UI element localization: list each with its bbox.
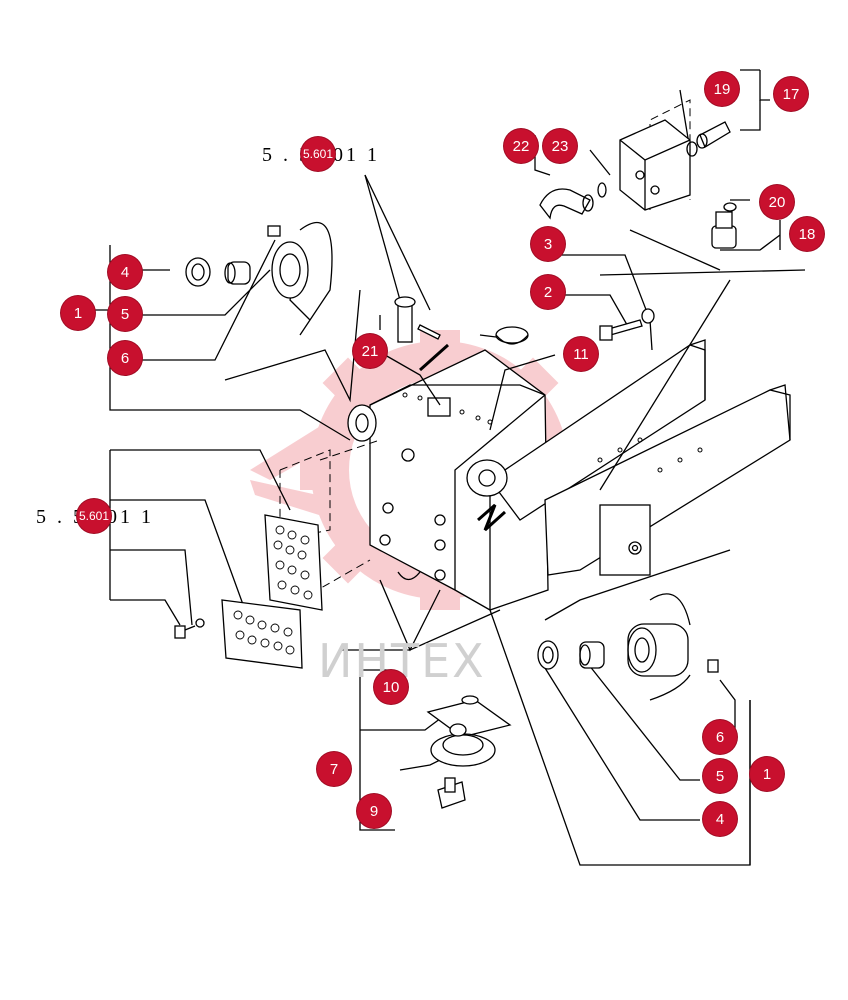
callout-22[interactable]: 22 xyxy=(504,129,538,163)
callout-7[interactable]: 7 xyxy=(317,752,351,786)
callout-4-upper[interactable]: 4 xyxy=(108,255,142,289)
callout-4-lower[interactable]: 4 xyxy=(703,802,737,836)
line-work xyxy=(90,69,806,866)
callout-6-lower[interactable]: 6 xyxy=(703,720,737,754)
callout-19[interactable]: 19 xyxy=(705,72,739,106)
callout-5-lower[interactable]: 5 xyxy=(703,759,737,793)
callout-18[interactable]: 18 xyxy=(790,217,824,251)
callout-reference-left[interactable]: 5.601 xyxy=(77,499,111,533)
callout-1-upper[interactable]: 1 xyxy=(61,296,95,330)
callout-21[interactable]: 21 xyxy=(353,334,387,368)
callout-6-upper[interactable]: 6 xyxy=(108,341,142,375)
callout-23[interactable]: 23 xyxy=(543,129,577,163)
callout-17[interactable]: 17 xyxy=(774,77,808,111)
callout-20[interactable]: 20 xyxy=(760,185,794,219)
callout-9[interactable]: 9 xyxy=(357,794,391,828)
callout-2[interactable]: 2 xyxy=(531,275,565,309)
callout-3[interactable]: 3 xyxy=(531,227,565,261)
callout-11[interactable]: 11 xyxy=(564,337,598,371)
callout-10[interactable]: 10 xyxy=(374,670,408,704)
callout-reference-top[interactable]: 5.601 xyxy=(301,137,335,171)
callout-1-lower[interactable]: 1 xyxy=(750,757,784,791)
callout-5-upper[interactable]: 5 xyxy=(108,297,142,331)
